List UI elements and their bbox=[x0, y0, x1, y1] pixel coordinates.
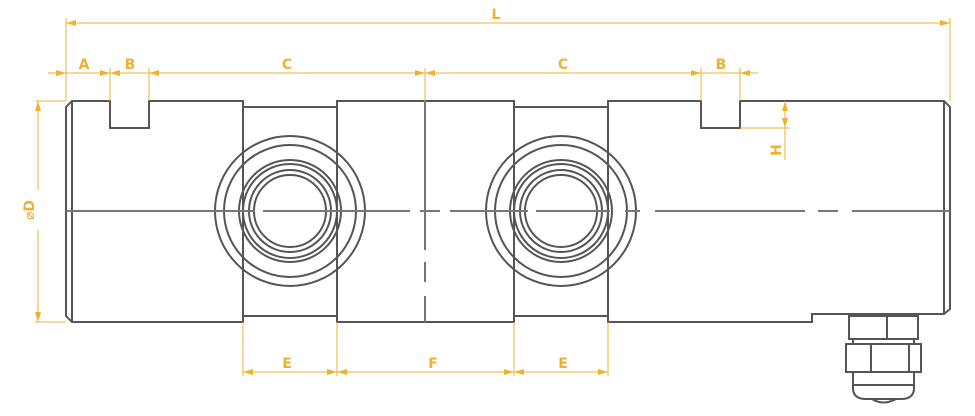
dimension-label-F: F bbox=[428, 356, 438, 372]
dimension-row-bottom: E F E bbox=[242, 322, 609, 376]
dimension-L: L bbox=[65, 7, 951, 101]
dimension-label-B: B bbox=[125, 57, 136, 73]
dimension-label-A: A bbox=[79, 57, 90, 73]
load-cell-body bbox=[65, 100, 951, 404]
dimension-label-C: C bbox=[558, 57, 568, 73]
dimension-label-B: B bbox=[716, 57, 727, 73]
dimension-label-D: ⌀D bbox=[22, 200, 38, 220]
cable-gland bbox=[845, 315, 922, 404]
dimension-label-E: E bbox=[282, 356, 292, 372]
dimension-label-L: L bbox=[492, 7, 501, 23]
dimension-D: ⌀D bbox=[20, 100, 66, 323]
dimension-label-C: C bbox=[282, 57, 292, 73]
dimension-row-top: A B C C B bbox=[48, 57, 758, 101]
dimension-H: H bbox=[740, 101, 790, 160]
dimension-label-H: H bbox=[769, 144, 785, 156]
dimension-label-E: E bbox=[558, 356, 568, 372]
